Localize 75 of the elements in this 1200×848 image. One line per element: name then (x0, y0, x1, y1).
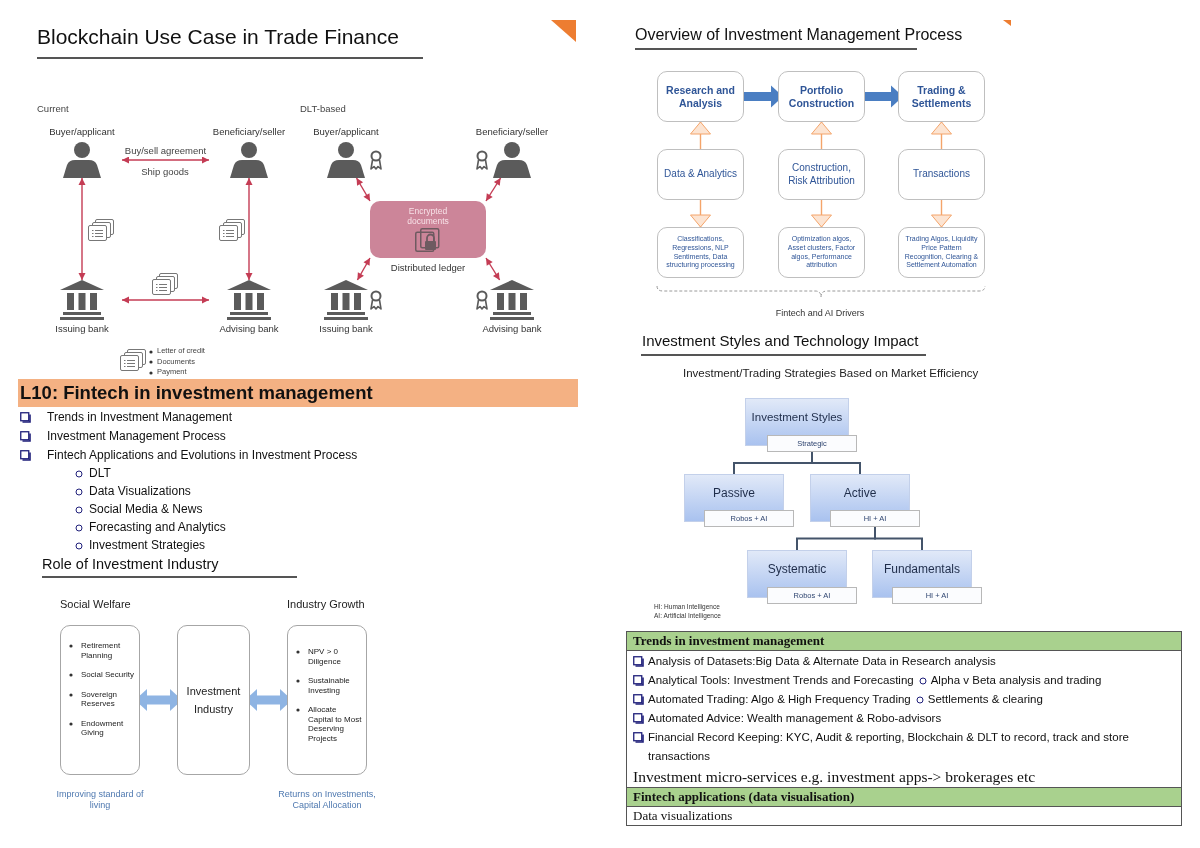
text-label: Fintech and AI Drivers (775, 307, 865, 319)
box-text: Encrypted documents (406, 206, 450, 226)
node-label: Issuing bank (55, 323, 109, 335)
list-item: Sovereign Reserves (81, 689, 119, 709)
double-arrow (485, 257, 501, 281)
section-heading: Overview of Investment Management Process (635, 25, 963, 45)
section-heading: Blockchain Use Case in Trade Finance (37, 24, 399, 50)
text-label: Ship goods (141, 166, 189, 179)
arrow (690, 199, 711, 228)
double-arrow (356, 257, 371, 281)
cell-text: Investment micro-services e.g. investment apps-> brokerages etc (633, 767, 1037, 787)
double-arrow (121, 296, 210, 304)
list-item: Allocate Capital to Most Deserving Projects (308, 705, 362, 743)
list-item: Automated Trading: Algo & High Frequency Trading (648, 692, 911, 707)
text-label: DLT-based (300, 103, 346, 116)
section-heading: Investment Styles and Technology Impact (642, 331, 919, 350)
node-caption: Improving standard of living (55, 789, 145, 811)
node-label: Beneficiary/seller (475, 126, 549, 138)
node-label: Advising bank (482, 323, 542, 335)
process-box: Research and Analysis (657, 71, 744, 122)
arrow (931, 121, 952, 150)
table-cell-text: Data visualizations (632, 807, 734, 825)
arrow (931, 199, 952, 228)
node-label: Beneficiary/seller (212, 126, 286, 138)
node-caption: Returns on Investments, Capital Allocation (277, 789, 377, 811)
list-item: Alpha v Beta analysis and trading (930, 673, 1102, 688)
list-item: Automated Advice: Wealth management & Robo-advisors (648, 711, 942, 726)
list-item: NPV > 0 Diligence (308, 647, 342, 666)
edge-label: Buy/sell agreement (122, 145, 209, 157)
box-heading: Social Welfare (60, 598, 132, 611)
list-item: Financial Record Keeping: KYC, Audit & reporting, Blockchain & DLT to record, track and store transactions (648, 730, 1130, 764)
double-arrow (485, 177, 502, 202)
arrow (811, 199, 832, 228)
double-arrow (78, 177, 86, 281)
list-item: Sustainable Investing (308, 676, 351, 695)
list-item: Trends in Investment Management (47, 409, 232, 425)
arrow (811, 121, 832, 150)
node-label: Issuing bank (319, 323, 373, 335)
list-item: Social Security (81, 670, 134, 680)
process-box: Trading & Settlements (898, 71, 985, 122)
connector-line (811, 451, 861, 475)
list-item: Forecasting and Analytics (89, 519, 226, 535)
rounded-box: Investment Industry (177, 625, 250, 775)
list-item: Analytical Tools: Investment Trends and Forecasting (648, 673, 914, 688)
list-item: Investment Strategies (89, 537, 206, 553)
process-box: Transactions (898, 149, 985, 200)
node-label: Buyer/applicant (49, 126, 115, 138)
process-box: Portfolio Construction (778, 71, 865, 122)
list-item: Settlements & clearing (927, 692, 1043, 707)
section-heading: Role of Investment Industry (42, 555, 219, 573)
node-label: Advising bank (219, 323, 279, 335)
list-item: Retirement Planning (81, 641, 122, 660)
section-banner: L10: Fintech in investment management (18, 379, 578, 407)
table-header-cell: Fintech applications (data visualisation) (627, 788, 1181, 807)
arrow (690, 121, 711, 150)
list-item: Analysis of Datasets:Big Data & Alternate Data in Research analysis (648, 654, 996, 669)
process-box: Construction, Risk Attribution (778, 149, 865, 200)
list-item: Fintech Applications and Evolutions in Investment Process (47, 447, 358, 463)
text-label: Current (37, 103, 69, 116)
text-label: Investment/Trading Strategies Based on Market Efficiency (683, 366, 979, 381)
list-item: Social Media & News (89, 501, 203, 517)
double-arrow (355, 177, 371, 202)
list-item: DLT (89, 465, 111, 481)
double-arrow (121, 156, 210, 164)
table-header-cell: Trends in investment management (627, 632, 1181, 651)
list-item: Data Visualizations (89, 483, 191, 499)
node-label: Buyer/applicant (313, 126, 379, 138)
list-item: Endowment Giving (81, 718, 125, 738)
double-arrow (245, 177, 253, 281)
box-heading: Industry Growth (287, 598, 366, 611)
ledger-box (370, 201, 486, 258)
node-caption: Distributed ledger (390, 262, 466, 274)
process-box: Data & Analytics (657, 149, 744, 200)
connector-line (874, 526, 923, 551)
list-item: Investment Management Process (47, 428, 226, 444)
